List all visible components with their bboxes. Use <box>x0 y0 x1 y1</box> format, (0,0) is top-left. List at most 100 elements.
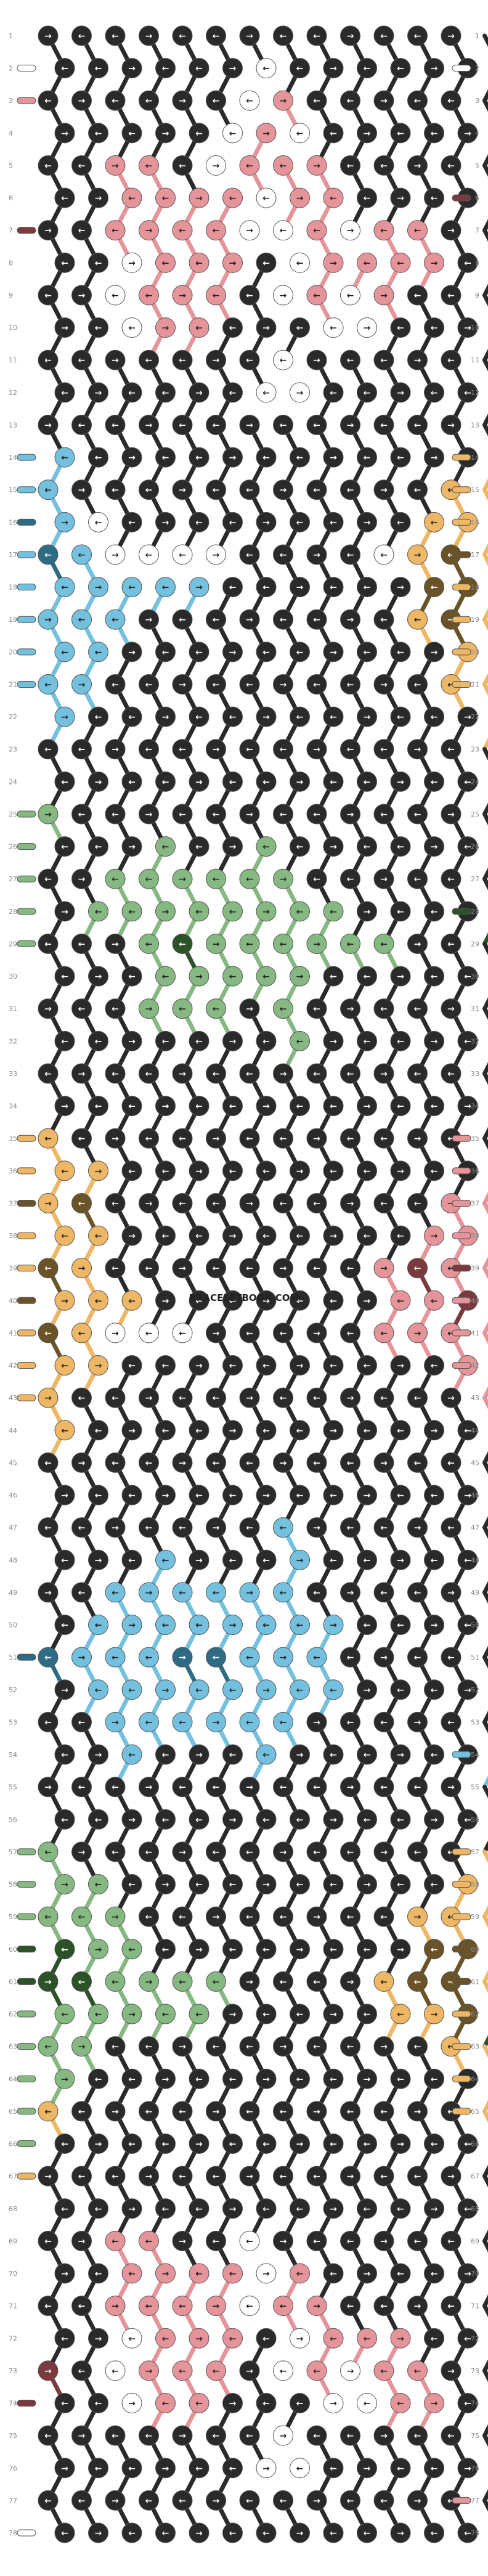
knot: ← <box>256 1615 277 1636</box>
knot-arrow: → <box>95 1361 102 1371</box>
knot: ← <box>256 187 277 208</box>
knot: → <box>189 382 209 403</box>
row-number-right: 12 <box>471 389 479 397</box>
knot-arrow: ← <box>397 842 404 852</box>
knot: ← <box>407 2230 428 2251</box>
knot-arrow: → <box>280 874 287 884</box>
knot-arrow: ← <box>179 1977 186 1987</box>
thread-segment <box>482 478 488 492</box>
knot: ← <box>88 1030 108 1051</box>
knot: ← <box>357 577 377 598</box>
knot-arrow: ← <box>179 31 186 41</box>
knot: ← <box>323 901 344 922</box>
thread-segment <box>482 1321 488 1335</box>
knot-arrow: ← <box>364 2140 371 2150</box>
knot-arrow: ← <box>280 2172 287 2182</box>
knot-arrow: → <box>280 1458 287 1468</box>
knot: ← <box>71 1387 92 1408</box>
knot: ← <box>424 2068 444 2089</box>
knot-arrow: ← <box>162 2010 169 2020</box>
knot: ← <box>155 1549 176 1570</box>
knot: → <box>340 804 360 825</box>
knot-arrow: ← <box>162 583 169 593</box>
knot: ← <box>206 220 226 241</box>
knot-arrow: ← <box>414 31 421 41</box>
knot-arrow: ← <box>195 1426 203 1436</box>
knot-arrow: ← <box>262 842 270 852</box>
knot-arrow: ← <box>262 388 270 398</box>
thread-segment <box>482 219 488 233</box>
knot-arrow: → <box>179 2236 186 2246</box>
knot: → <box>390 1160 411 1181</box>
knot-arrow: → <box>213 2496 220 2506</box>
thread-segment <box>482 1386 488 1400</box>
knot-arrow: ← <box>61 1750 68 1760</box>
knot-arrow: ← <box>347 356 354 365</box>
knot: → <box>206 1711 226 1732</box>
knot: ← <box>172 2360 193 2381</box>
knot: ← <box>38 2036 59 2057</box>
knot: → <box>172 1063 193 1084</box>
knot: → <box>172 868 193 889</box>
knot: ← <box>323 1355 344 1376</box>
knot-arrow: → <box>112 1329 119 1339</box>
knot-arrow: → <box>128 1815 136 1825</box>
knot-arrow: ← <box>280 2496 287 2506</box>
knot-arrow: ← <box>296 518 304 528</box>
knot-arrow: → <box>431 1037 438 1046</box>
knot-arrow: ← <box>364 1815 371 1825</box>
knot-arrow: ← <box>414 1069 421 1079</box>
knot-arrow: → <box>246 1199 253 1209</box>
knot-arrow: → <box>61 907 68 917</box>
knot: → <box>373 868 394 889</box>
knot-arrow: ← <box>112 1264 119 1274</box>
knot-arrow: → <box>145 1393 153 1403</box>
knot: → <box>407 1906 428 1927</box>
knot: ← <box>206 25 226 46</box>
knot-arrow: → <box>246 226 253 236</box>
knot: → <box>155 1290 176 1311</box>
knot: → <box>105 1517 126 1538</box>
knot-arrow: → <box>397 2140 404 2150</box>
knot: ← <box>206 1387 226 1408</box>
knot: ← <box>172 1192 193 1213</box>
knot: ← <box>340 479 360 500</box>
knot-arrow: ← <box>112 486 119 495</box>
knot: ← <box>357 1030 377 1051</box>
row-number-right: 45 <box>471 1459 479 1467</box>
knot: → <box>256 901 277 922</box>
knot: → <box>172 90 193 111</box>
knot-arrow: ← <box>145 1523 153 1533</box>
knot: ← <box>457 1615 478 1636</box>
knot: → <box>424 1809 444 1830</box>
knot-arrow: → <box>414 2302 421 2312</box>
knot: ← <box>407 2360 428 2381</box>
row-number-right: 61 <box>471 1978 479 1986</box>
knot-arrow: ← <box>246 486 253 495</box>
knot-arrow: ← <box>44 486 52 495</box>
knot-arrow: → <box>447 2366 455 2376</box>
row-number-left: 47 <box>9 1524 17 1532</box>
knot: → <box>155 706 176 727</box>
knot: ← <box>88 836 108 857</box>
row-number-left: 50 <box>9 1621 17 1629</box>
knot-arrow: ← <box>380 420 388 430</box>
knot: → <box>290 1744 310 1765</box>
knot: → <box>71 2425 92 2446</box>
knot: → <box>239 1192 260 1213</box>
knot: ← <box>206 285 226 306</box>
knot: ← <box>121 1549 142 1570</box>
knot-arrow: ← <box>61 777 68 787</box>
knot: ← <box>189 1096 209 1117</box>
knot: → <box>290 966 310 987</box>
knot-arrow: ← <box>195 1815 203 1825</box>
knot: ← <box>239 1323 260 1343</box>
knot: ← <box>239 544 260 565</box>
knot: ← <box>306 414 327 435</box>
knot: → <box>206 739 226 760</box>
row-number-left: 76 <box>9 2464 17 2472</box>
knot-arrow: ← <box>330 583 337 593</box>
knot-arrow: ← <box>262 1815 270 1825</box>
knot: → <box>424 1030 444 1051</box>
knot-arrow: ← <box>447 96 455 106</box>
